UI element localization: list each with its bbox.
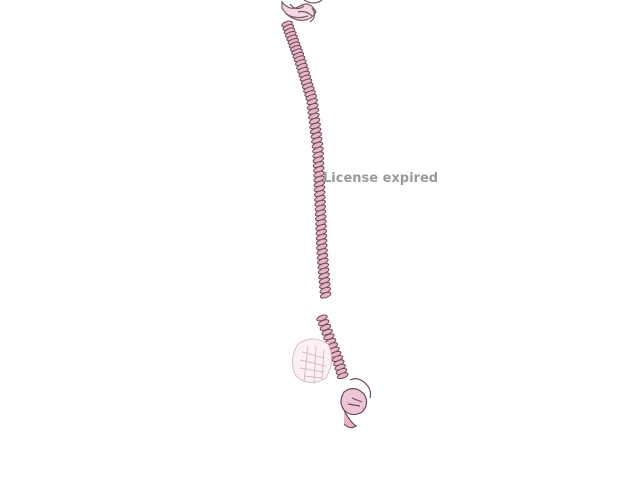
helix-turn — [336, 372, 349, 380]
beta-sandwich-domain — [292, 338, 332, 385]
alpha-helix-lower — [316, 314, 349, 380]
top-domain — [281, 0, 323, 23]
small-bottom-domain — [340, 378, 372, 429]
alpha-helix-long — [281, 20, 332, 299]
helix-turn — [319, 291, 332, 299]
license-watermark: License expired — [323, 171, 439, 186]
